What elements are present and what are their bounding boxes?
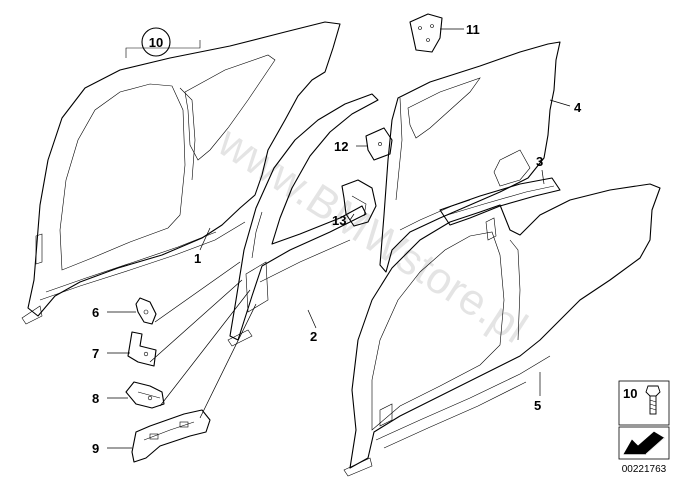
callout-10: 10 bbox=[149, 35, 163, 50]
callout-10-circled: 10 bbox=[141, 27, 171, 57]
bolt-icon bbox=[645, 385, 661, 415]
leader-lines bbox=[107, 28, 571, 449]
callout-2: 2 bbox=[310, 329, 317, 344]
direction-arrow-icon bbox=[623, 431, 665, 455]
legend-callout-10: 10 bbox=[623, 386, 637, 401]
part-bracket-7[interactable] bbox=[127, 331, 157, 367]
part-bracket-12[interactable] bbox=[365, 127, 393, 161]
callout-labels: 1 2 3 4 5 6 7 8 9 11 12 13 bbox=[92, 22, 582, 456]
callout-9: 9 bbox=[92, 441, 99, 456]
legend-box: 10 bbox=[618, 380, 670, 426]
callout-7: 7 bbox=[92, 346, 99, 361]
callout-5: 5 bbox=[534, 398, 541, 413]
watermark-text: www.BMWstore.pl bbox=[209, 117, 536, 353]
arrow-legend-box bbox=[618, 426, 670, 460]
part-bracket-9[interactable] bbox=[131, 409, 211, 463]
part-bracket-6[interactable] bbox=[135, 297, 157, 325]
callout-6: 6 bbox=[92, 305, 99, 320]
part-inner-pillar-sill[interactable] bbox=[227, 93, 379, 347]
part-outer-side-panel[interactable] bbox=[343, 183, 661, 477]
callout-4: 4 bbox=[574, 100, 582, 115]
callout-3: 3 bbox=[536, 154, 543, 169]
callout-13: 13 bbox=[332, 213, 346, 228]
catalog-number: 00221763 bbox=[622, 464, 667, 475]
part-side-frame-complete[interactable] bbox=[21, 21, 341, 325]
callout-12: 12 bbox=[334, 139, 348, 154]
part-bracket-13[interactable] bbox=[341, 179, 377, 227]
callout-11: 11 bbox=[466, 22, 480, 37]
part-roof-rail[interactable] bbox=[439, 177, 561, 241]
part-bracket-8[interactable] bbox=[125, 381, 165, 409]
part-rear-quarter-panel[interactable] bbox=[379, 41, 561, 273]
callout-8: 8 bbox=[92, 391, 99, 406]
part-plate-11[interactable] bbox=[409, 13, 443, 53]
callout-1: 1 bbox=[194, 251, 201, 266]
